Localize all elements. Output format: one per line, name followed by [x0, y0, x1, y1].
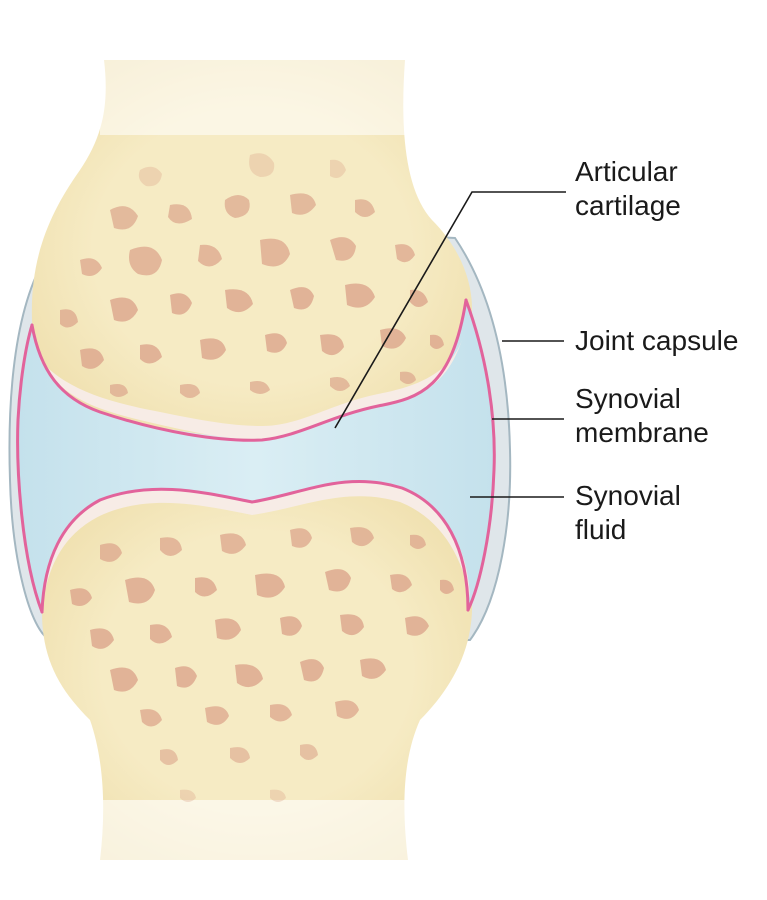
lower-shaft-fade [95, 800, 415, 900]
synovial-fluid [17, 300, 495, 612]
upper-bone [31, 60, 473, 438]
label-articular-cartilage: Articular cartilage [575, 155, 681, 223]
label-synovial-fluid: Synovial fluid [575, 479, 681, 547]
label-synovial-membrane: Synovial membrane [575, 382, 709, 450]
label-synovial-membrane-line2: membrane [575, 417, 709, 448]
upper-shaft-fade [100, 55, 410, 135]
articular-cartilage-upper [40, 340, 462, 440]
lower-spongy-bone [70, 527, 454, 802]
articular-cartilage-lower [44, 481, 470, 598]
label-synovial-membrane-line1: Synovial [575, 383, 681, 414]
leader-line-articular-cartilage [334, 191, 566, 429]
label-synovial-fluid-line2: fluid [575, 514, 627, 545]
leader-lines [334, 191, 566, 498]
label-joint-capsule-line1: Joint capsule [575, 325, 739, 356]
upper-spongy-bone [60, 153, 444, 398]
synovial-membrane [16, 298, 496, 614]
label-synovial-fluid-line1: Synovial [575, 480, 681, 511]
label-articular-cartilage-line2: cartilage [575, 190, 681, 221]
label-articular-cartilage-line1: Articular [575, 156, 678, 187]
label-joint-capsule: Joint capsule [575, 324, 738, 358]
